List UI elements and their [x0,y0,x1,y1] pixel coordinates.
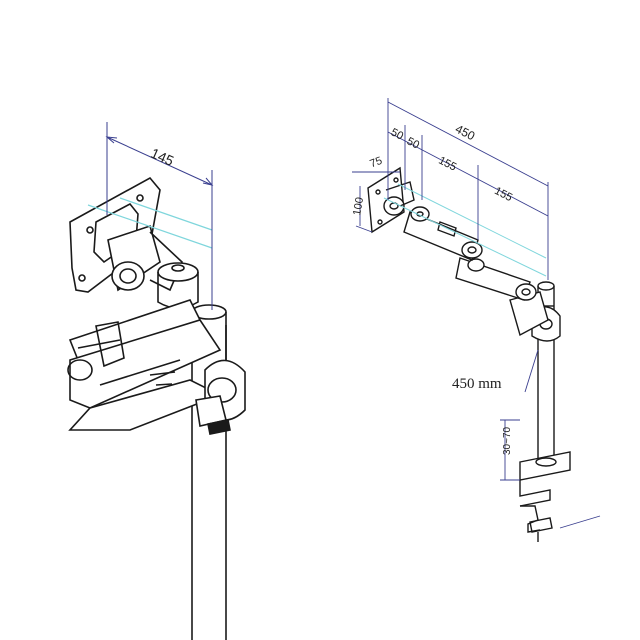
right-arm-segment-1 [403,206,483,261]
dimension-50a-label: 50 [389,126,405,142]
right-vesa-guides [383,183,547,277]
right-vesa-head [367,166,415,234]
dimension-145-label: 145 [148,145,176,169]
dimension-75-label: 75 [368,155,384,170]
right-overview-view [352,98,601,542]
pole-height-label: 450 mm [452,376,502,392]
left-tilt-head [107,224,183,292]
dimension-50b-label: 50 [405,135,421,151]
right-pole-joint [509,291,561,342]
dimension-155b-label: 155 [492,185,514,204]
right-desk-clamp [519,451,571,542]
right-arm-segment-2 [455,257,537,301]
clamp-range-label: 30~70 [502,426,513,455]
left-detail-view [67,122,246,640]
left-pole-joint [195,359,246,435]
left-arm-segments [67,299,222,431]
dimension-100-label: 100 [351,196,366,216]
right-dimensions [352,98,601,529]
left-vesa-guides [87,197,213,249]
dimension-450-label: 450 [453,122,477,144]
dimension-155a-label: 155 [436,155,458,174]
left-joint-1 [157,262,199,309]
dimension-145 [105,122,214,310]
